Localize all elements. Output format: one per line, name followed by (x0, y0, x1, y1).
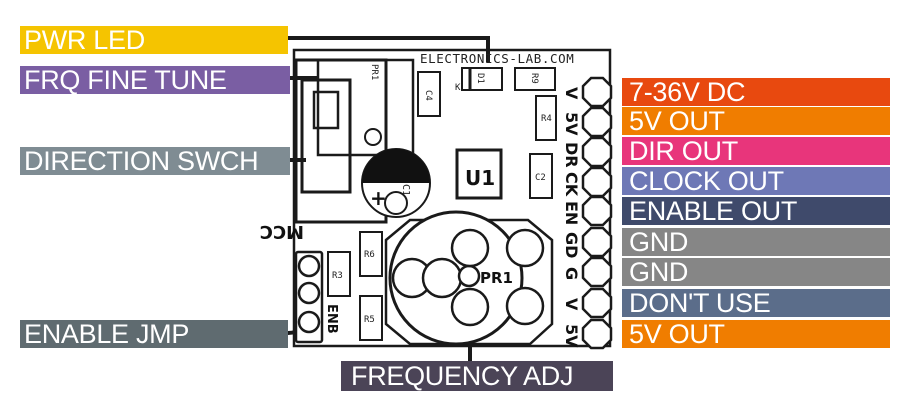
ccw-text: MCC (260, 221, 304, 242)
d1-text: D1 (475, 73, 485, 84)
header-pin-pad (581, 287, 613, 319)
trimmer-frame (316, 58, 415, 157)
c1-polarity-band (362, 149, 430, 183)
r6-text: R6 (364, 250, 375, 260)
enable-jmp-label: ENABLE JMP (20, 320, 288, 349)
u1-text: U1 (465, 166, 495, 190)
pin-code-label: V (562, 87, 581, 100)
frequency-adj-label: FREQUENCY ADJ (341, 361, 613, 391)
pr1-potentiometer (384, 210, 554, 346)
jumper-pin-3 (297, 310, 321, 334)
pwr-led-leader (288, 36, 490, 62)
enable-jumper (294, 250, 324, 344)
pin-code-label: DR (562, 142, 581, 168)
plus-sign: + (370, 186, 387, 210)
pwr-led-label: PWR LED (20, 26, 288, 55)
switch-body (300, 78, 352, 194)
pin-code-label: EN (562, 201, 581, 225)
r6-outline (359, 231, 383, 277)
pin-label-4: CLOCK OUT (622, 167, 890, 196)
pin-label-6: GND (622, 228, 890, 257)
c1-capacitor (361, 148, 431, 218)
r5-outline (359, 295, 383, 341)
jumper-pin-1 (297, 254, 321, 278)
pin-code-label: GD (562, 232, 581, 258)
pin-code-label: G (562, 267, 581, 280)
pin-label-9: 5V OUT (622, 320, 890, 349)
c4-outline (417, 71, 441, 117)
header-pin-pad (581, 136, 613, 168)
pcb-outline (292, 48, 612, 348)
pin-code-label: CK (562, 172, 581, 197)
jumper-pin-2 (297, 281, 321, 305)
r9-text: R9 (529, 73, 539, 84)
frq-fine-tune-label: FRQ FINE TUNE (20, 66, 290, 95)
pin-code-label: V (562, 298, 581, 311)
pin-label-5: ENABLE OUT (622, 197, 890, 226)
r3-text: R3 (332, 271, 343, 281)
header-pin-pad (581, 166, 613, 198)
trimmer-hole (364, 128, 382, 146)
pcb-board (292, 48, 612, 348)
r5-text: R5 (364, 315, 375, 325)
silkscreen-text: ELECTRONICS-LAB.COM PR1 C4 D1 K R9 R4 U1… (260, 51, 574, 334)
r4-outline (535, 95, 557, 141)
site-text: ELECTRONICS-LAB.COM (420, 51, 574, 66)
pin-code-label: 5V (562, 112, 581, 136)
pin-label-7: GND (622, 258, 890, 287)
pin-label-1: 7-36V DC (622, 78, 890, 107)
d1-component (461, 67, 503, 91)
switch-slider (312, 90, 340, 130)
header-pin-pad (581, 256, 613, 288)
header-pin-pad (581, 195, 613, 227)
direction-swch-label: DIRECTION SWCH (20, 147, 290, 176)
c4-text: C4 (423, 90, 433, 101)
c1-text: C1 (400, 184, 411, 196)
fine-tune-trimmer (294, 58, 415, 224)
pin-label-3: DIR OUT (622, 137, 890, 166)
pin-code-labels: V 5V DR CK EN GD G V 5V (562, 87, 581, 348)
header-pins (581, 76, 613, 350)
header-pin-pad (581, 226, 613, 258)
d1-outline (461, 67, 503, 91)
header-pin-pad (581, 76, 613, 108)
pin-label-8: DON'T USE (622, 289, 890, 318)
k-text: K (455, 83, 461, 93)
r3-outline (327, 251, 351, 297)
enb-text: ENB (324, 304, 339, 334)
header-pin-pad (581, 318, 613, 350)
r4-text: R4 (541, 114, 552, 124)
pin-label-2: 5V OUT (622, 107, 890, 136)
pr1-small-text: PR1 (369, 64, 379, 80)
pr1-text: PR1 (480, 269, 513, 287)
pin-code-label: 5V (562, 324, 581, 348)
c2-text: C2 (535, 173, 546, 183)
u1-outline (455, 148, 503, 200)
header-pin-pad (581, 106, 613, 138)
c2-outline (529, 153, 553, 199)
r9-outline (514, 67, 556, 91)
